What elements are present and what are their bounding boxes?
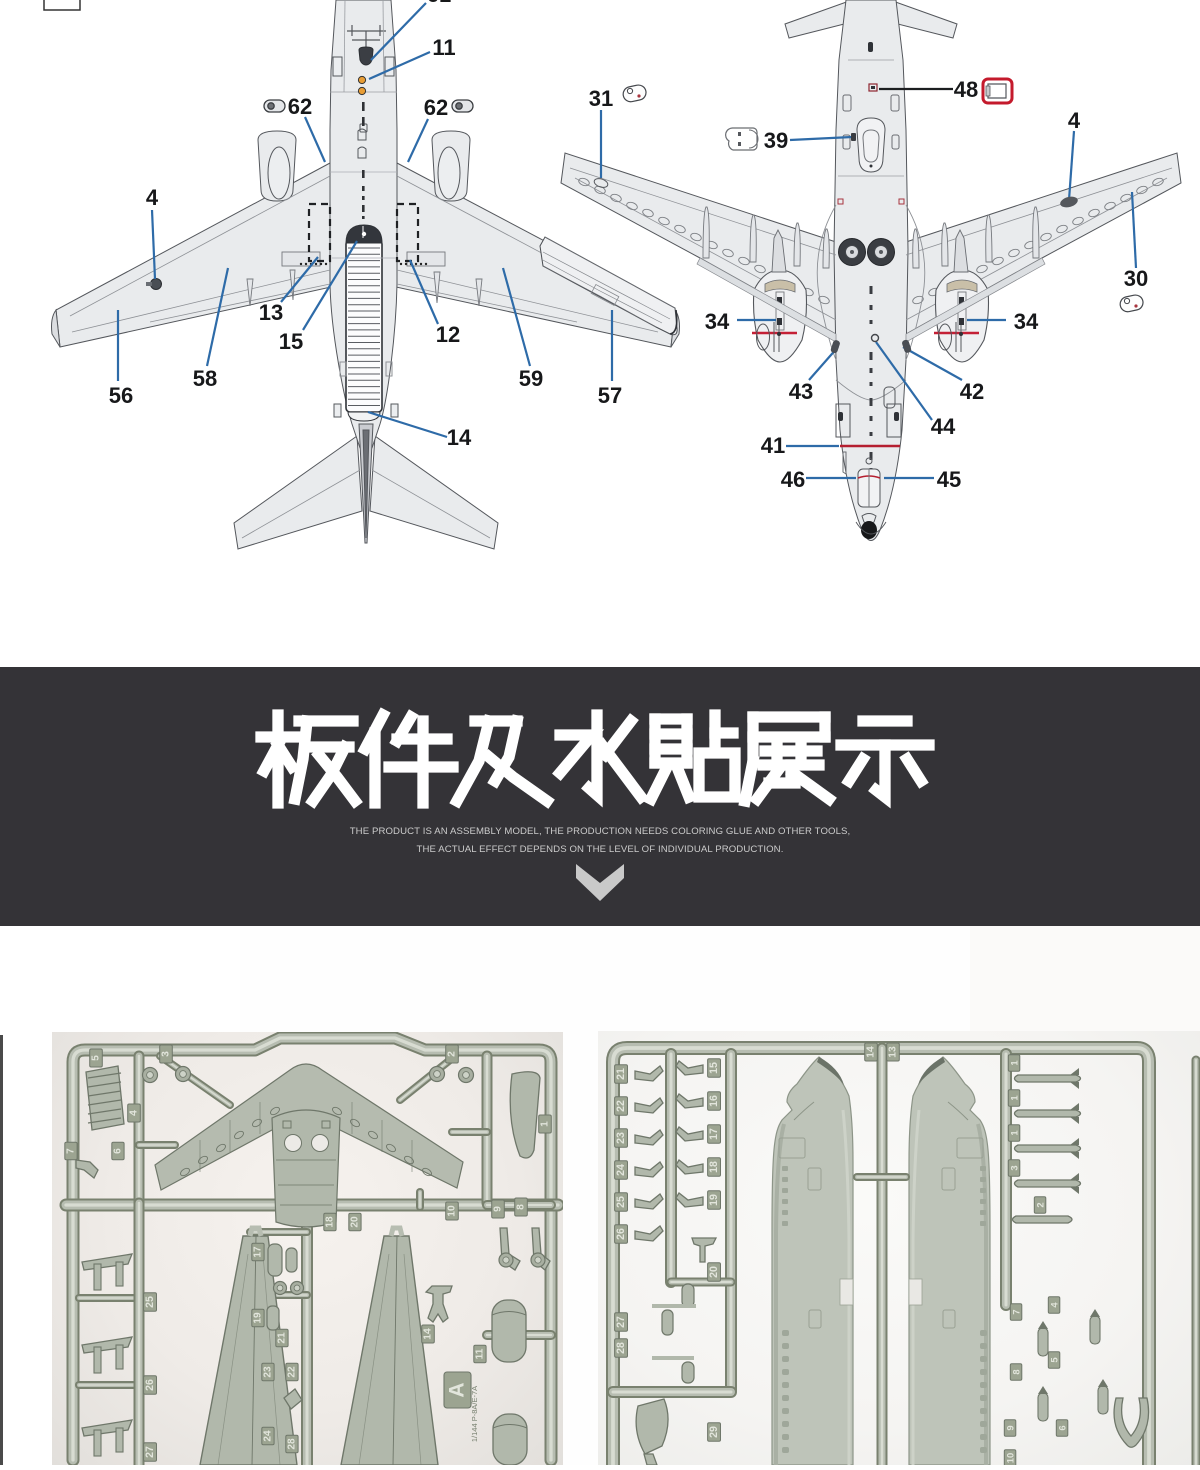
svg-text:4: 4 [1049, 1302, 1060, 1308]
svg-text:7: 7 [66, 1148, 77, 1154]
svg-text:21: 21 [615, 1068, 627, 1080]
svg-text:43: 43 [789, 379, 813, 404]
svg-text:23: 23 [263, 1366, 274, 1378]
svg-text:5: 5 [1049, 1357, 1060, 1362]
svg-text:20: 20 [708, 1266, 720, 1278]
svg-text:13: 13 [888, 1046, 899, 1058]
svg-text:41: 41 [761, 433, 785, 458]
svg-text:11: 11 [432, 35, 455, 60]
svg-text:14: 14 [866, 1046, 877, 1058]
svg-text:28: 28 [615, 1342, 627, 1354]
svg-text:19: 19 [253, 1312, 264, 1324]
svg-text:45: 45 [937, 467, 961, 492]
svg-text:7: 7 [1011, 1309, 1022, 1314]
svg-text:18: 18 [325, 1216, 336, 1228]
svg-text:A: A [446, 1382, 469, 1397]
svg-text:18: 18 [708, 1161, 720, 1173]
svg-text:13: 13 [259, 300, 283, 325]
svg-text:3: 3 [161, 1051, 172, 1057]
svg-text:56: 56 [109, 383, 133, 408]
svg-text:14: 14 [423, 1328, 434, 1340]
svg-text:34: 34 [1014, 309, 1039, 334]
svg-text:61: 61 [427, 0, 451, 7]
svg-text:8: 8 [516, 1204, 527, 1210]
svg-text:1: 1 [1009, 1060, 1020, 1065]
svg-text:6: 6 [1057, 1425, 1068, 1430]
svg-text:58: 58 [193, 366, 217, 391]
svg-text:59: 59 [519, 366, 543, 391]
svg-text:62: 62 [288, 94, 312, 119]
svg-text:39: 39 [764, 128, 788, 153]
svg-text:10: 10 [1005, 1453, 1016, 1463]
svg-text:24: 24 [263, 1430, 274, 1442]
svg-text:27: 27 [144, 1446, 156, 1458]
svg-text:31: 31 [589, 86, 613, 111]
svg-text:1: 1 [540, 1121, 551, 1127]
svg-text:2: 2 [1035, 1202, 1046, 1207]
svg-text:6: 6 [113, 1148, 124, 1154]
svg-text:23: 23 [615, 1132, 627, 1144]
svg-text:1: 1 [1009, 1095, 1020, 1100]
svg-text:25: 25 [615, 1196, 627, 1208]
svg-text:46: 46 [781, 467, 805, 492]
svg-text:62: 62 [424, 95, 448, 120]
svg-text:15: 15 [279, 329, 303, 354]
svg-text:34: 34 [705, 309, 730, 334]
svg-text:9: 9 [493, 1206, 504, 1212]
svg-text:8: 8 [1011, 1369, 1022, 1374]
svg-text:16: 16 [708, 1095, 720, 1107]
svg-text:2: 2 [447, 1051, 458, 1057]
svg-text:19: 19 [708, 1194, 720, 1206]
svg-text:26: 26 [144, 1379, 156, 1391]
svg-text:3: 3 [1009, 1165, 1020, 1170]
svg-text:4: 4 [1068, 108, 1081, 133]
svg-text:10: 10 [447, 1205, 458, 1217]
svg-text:22: 22 [615, 1100, 627, 1112]
svg-text:42: 42 [960, 379, 984, 404]
svg-text:17: 17 [253, 1246, 264, 1258]
svg-text:29: 29 [708, 1426, 720, 1438]
svg-text:30: 30 [1124, 266, 1148, 291]
svg-text:26: 26 [615, 1228, 627, 1240]
svg-text:21: 21 [277, 1332, 288, 1344]
svg-text:57: 57 [598, 383, 622, 408]
svg-text:24: 24 [615, 1164, 627, 1176]
svg-text:12: 12 [436, 322, 460, 347]
svg-text:25: 25 [144, 1296, 156, 1308]
svg-text:17: 17 [708, 1128, 720, 1140]
svg-text:4: 4 [146, 185, 159, 210]
svg-text:11: 11 [475, 1348, 486, 1359]
svg-text:27: 27 [615, 1316, 627, 1328]
svg-text:14: 14 [447, 425, 472, 450]
svg-text:15: 15 [708, 1062, 720, 1074]
svg-text:4: 4 [129, 1110, 140, 1116]
svg-text:9: 9 [1005, 1425, 1016, 1430]
svg-text:1/144 P-8A/E-7A: 1/144 P-8A/E-7A [470, 1386, 479, 1442]
svg-text:5: 5 [91, 1055, 102, 1061]
svg-text:22: 22 [287, 1366, 298, 1378]
svg-text:1: 1 [1009, 1130, 1020, 1135]
svg-text:28: 28 [287, 1438, 298, 1450]
svg-text:20: 20 [350, 1216, 361, 1228]
svg-text:44: 44 [931, 414, 956, 439]
svg-text:48: 48 [954, 77, 978, 102]
